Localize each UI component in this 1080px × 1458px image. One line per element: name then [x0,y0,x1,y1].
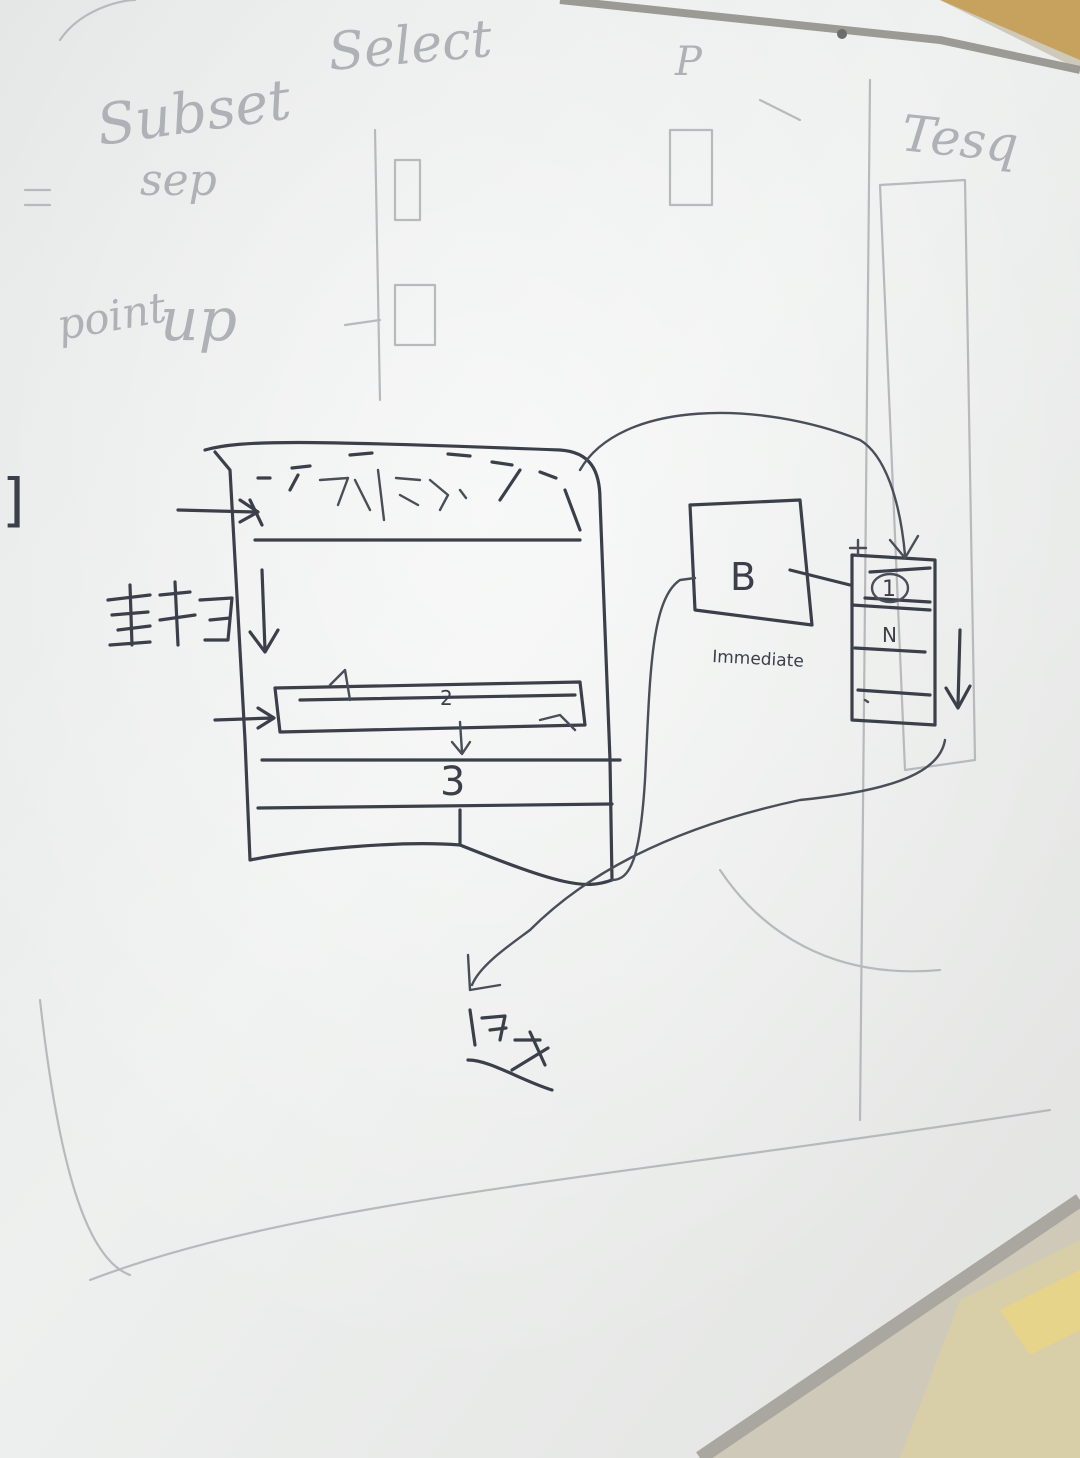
wood-corner [940,0,1080,60]
box-3-label: 3 [440,759,465,805]
erased-word-sep: sep [140,155,217,206]
box-b: B Immediate [688,498,852,672]
arrow-right-icon [213,706,276,730]
stack-label-n: N [882,623,897,647]
erased-word-select: Select [326,9,495,83]
box-b-caption: Immediate [712,647,805,672]
handwritten-chinese-word-icon [106,580,234,647]
stack-box: 1 N [848,538,972,727]
arrow-right-icon [176,498,260,524]
erased-word-up: up [160,285,237,355]
erased-word-p: P [674,39,703,85]
handwritten-chinese-char-icon [466,1008,554,1092]
box-b-label: B [730,555,756,599]
box-2-label: 2 [440,686,453,710]
curved-arrow-icon [578,411,920,560]
arrow-down-icon [450,720,472,756]
board-frame-top [559,0,1080,74]
erased-word-tesq: Tesq [899,104,1021,174]
arrow-down-icon [248,568,280,654]
curved-arrow-icon [466,738,947,992]
board-screw [837,29,847,39]
left-margin-bracket: ] [2,466,25,534]
board-frame-bottom [696,1194,1080,1458]
connector-line [610,576,697,882]
arrow-down-icon [944,628,972,710]
yellow-object [1000,1270,1080,1355]
stack-label-1: 1 [882,577,896,602]
main-container-box: 2 3 [176,440,622,886]
